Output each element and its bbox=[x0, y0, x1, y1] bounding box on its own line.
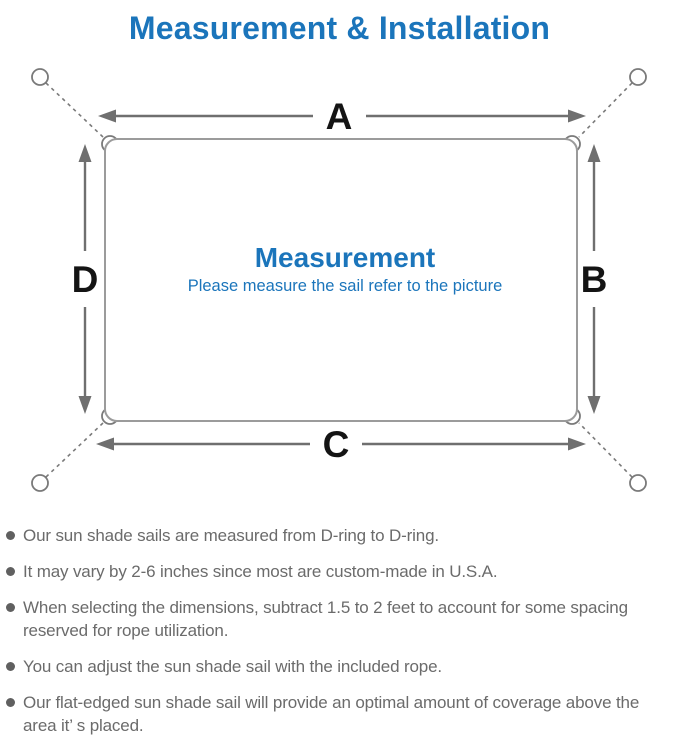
tension-lines bbox=[45, 82, 633, 478]
tension-line-top-right bbox=[578, 82, 633, 138]
note-item: You can adjust the sun shade sail with t… bbox=[6, 655, 675, 678]
note-text: When selecting the dimensions, subtract … bbox=[23, 598, 628, 640]
d-ring-icon bbox=[629, 68, 647, 86]
bullet-dot-icon bbox=[6, 662, 15, 671]
bullet-dot-icon bbox=[6, 567, 15, 576]
bullet-dot-icon bbox=[6, 698, 15, 707]
dimension-arrow-top bbox=[98, 109, 586, 123]
note-item: When selecting the dimensions, subtract … bbox=[6, 596, 675, 642]
note-item: It may vary by 2-6 inches since most are… bbox=[6, 560, 675, 583]
tension-line-bottom-left bbox=[45, 422, 104, 478]
diagram-heading: Measurement bbox=[255, 242, 436, 273]
page-title: Measurement & Installation bbox=[128, 10, 551, 46]
bullet-dot-icon bbox=[6, 531, 15, 540]
dimension-arrow-left bbox=[78, 144, 92, 414]
diagram-subheading: Please measure the sail refer to the pic… bbox=[188, 277, 503, 295]
dimension-label-d: D bbox=[72, 259, 99, 300]
bullet-dot-icon bbox=[6, 603, 15, 612]
sail-outline bbox=[104, 138, 578, 422]
d-ring-icon bbox=[629, 474, 647, 492]
note-text: Our flat-edged sun shade sail will provi… bbox=[23, 693, 640, 735]
tension-line-top-left bbox=[45, 82, 104, 138]
dimension-label-a: A bbox=[326, 96, 353, 137]
dimension-arrows bbox=[78, 109, 601, 451]
note-text: It may vary by 2-6 inches since most are… bbox=[23, 562, 498, 581]
note-text: You can adjust the sun shade sail with t… bbox=[23, 657, 442, 676]
tension-line-bottom-right bbox=[578, 422, 633, 478]
d-ring-icon bbox=[31, 474, 49, 492]
dimension-arrow-right bbox=[587, 144, 601, 414]
notes-list: Our sun shade sails are measured from D-… bbox=[0, 524, 679, 737]
dimension-label-c: C bbox=[323, 424, 350, 465]
d-ring-icon bbox=[31, 68, 49, 86]
dimension-label-b: B bbox=[581, 259, 608, 300]
measurement-diagram-canvas: A C D B Measurement Please measure the s… bbox=[31, 68, 647, 492]
note-item: Our flat-edged sun shade sail will provi… bbox=[6, 691, 675, 737]
measurement-diagram: A C D B Measurement Please measure the s… bbox=[0, 54, 679, 514]
note-text: Our sun shade sails are measured from D-… bbox=[23, 526, 439, 545]
dimension-arrow-bottom bbox=[96, 437, 586, 451]
note-item: Our sun shade sails are measured from D-… bbox=[6, 524, 675, 547]
